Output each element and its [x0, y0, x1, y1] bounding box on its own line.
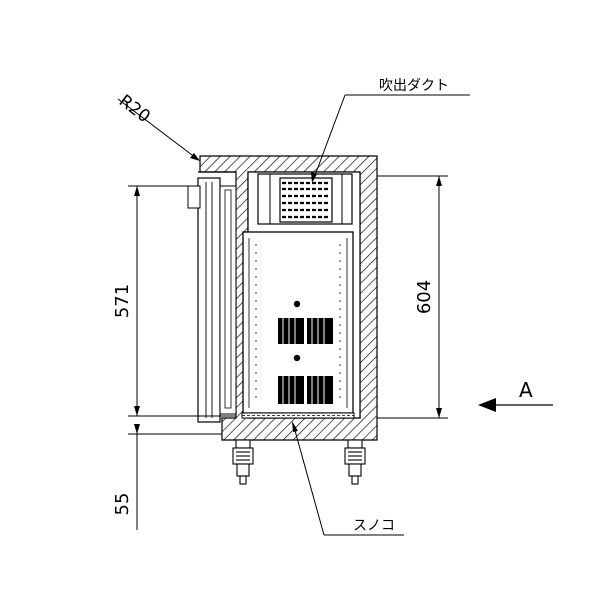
slats-leader	[292, 421, 404, 536]
duct-leader	[311, 94, 470, 183]
view-arrow	[478, 398, 553, 412]
dimension-571-label: 571	[112, 284, 133, 318]
dimension-55	[128, 424, 222, 530]
door	[187, 171, 237, 423]
lower-grid-blocks	[278, 376, 333, 404]
dimension-571	[128, 185, 236, 417]
shelf-pin-upper	[293, 300, 301, 308]
upper-grid-blocks	[278, 318, 333, 344]
door-handle	[187, 185, 201, 209]
leg-right	[344, 439, 366, 485]
slats-label: スノコ	[353, 518, 395, 534]
inner-container	[241, 231, 355, 419]
view-label: A	[519, 378, 533, 402]
discharge-duct	[257, 173, 353, 225]
radius-leader	[117, 98, 200, 161]
dimension-55-label: 55	[112, 493, 133, 516]
leg-left	[232, 439, 254, 485]
dimension-604-label: 604	[414, 280, 435, 314]
dimension-604	[377, 175, 448, 419]
duct-label: 吹出ダクト	[379, 78, 449, 94]
duct-grille	[279, 177, 333, 223]
shelf-pin-lower	[293, 354, 301, 362]
